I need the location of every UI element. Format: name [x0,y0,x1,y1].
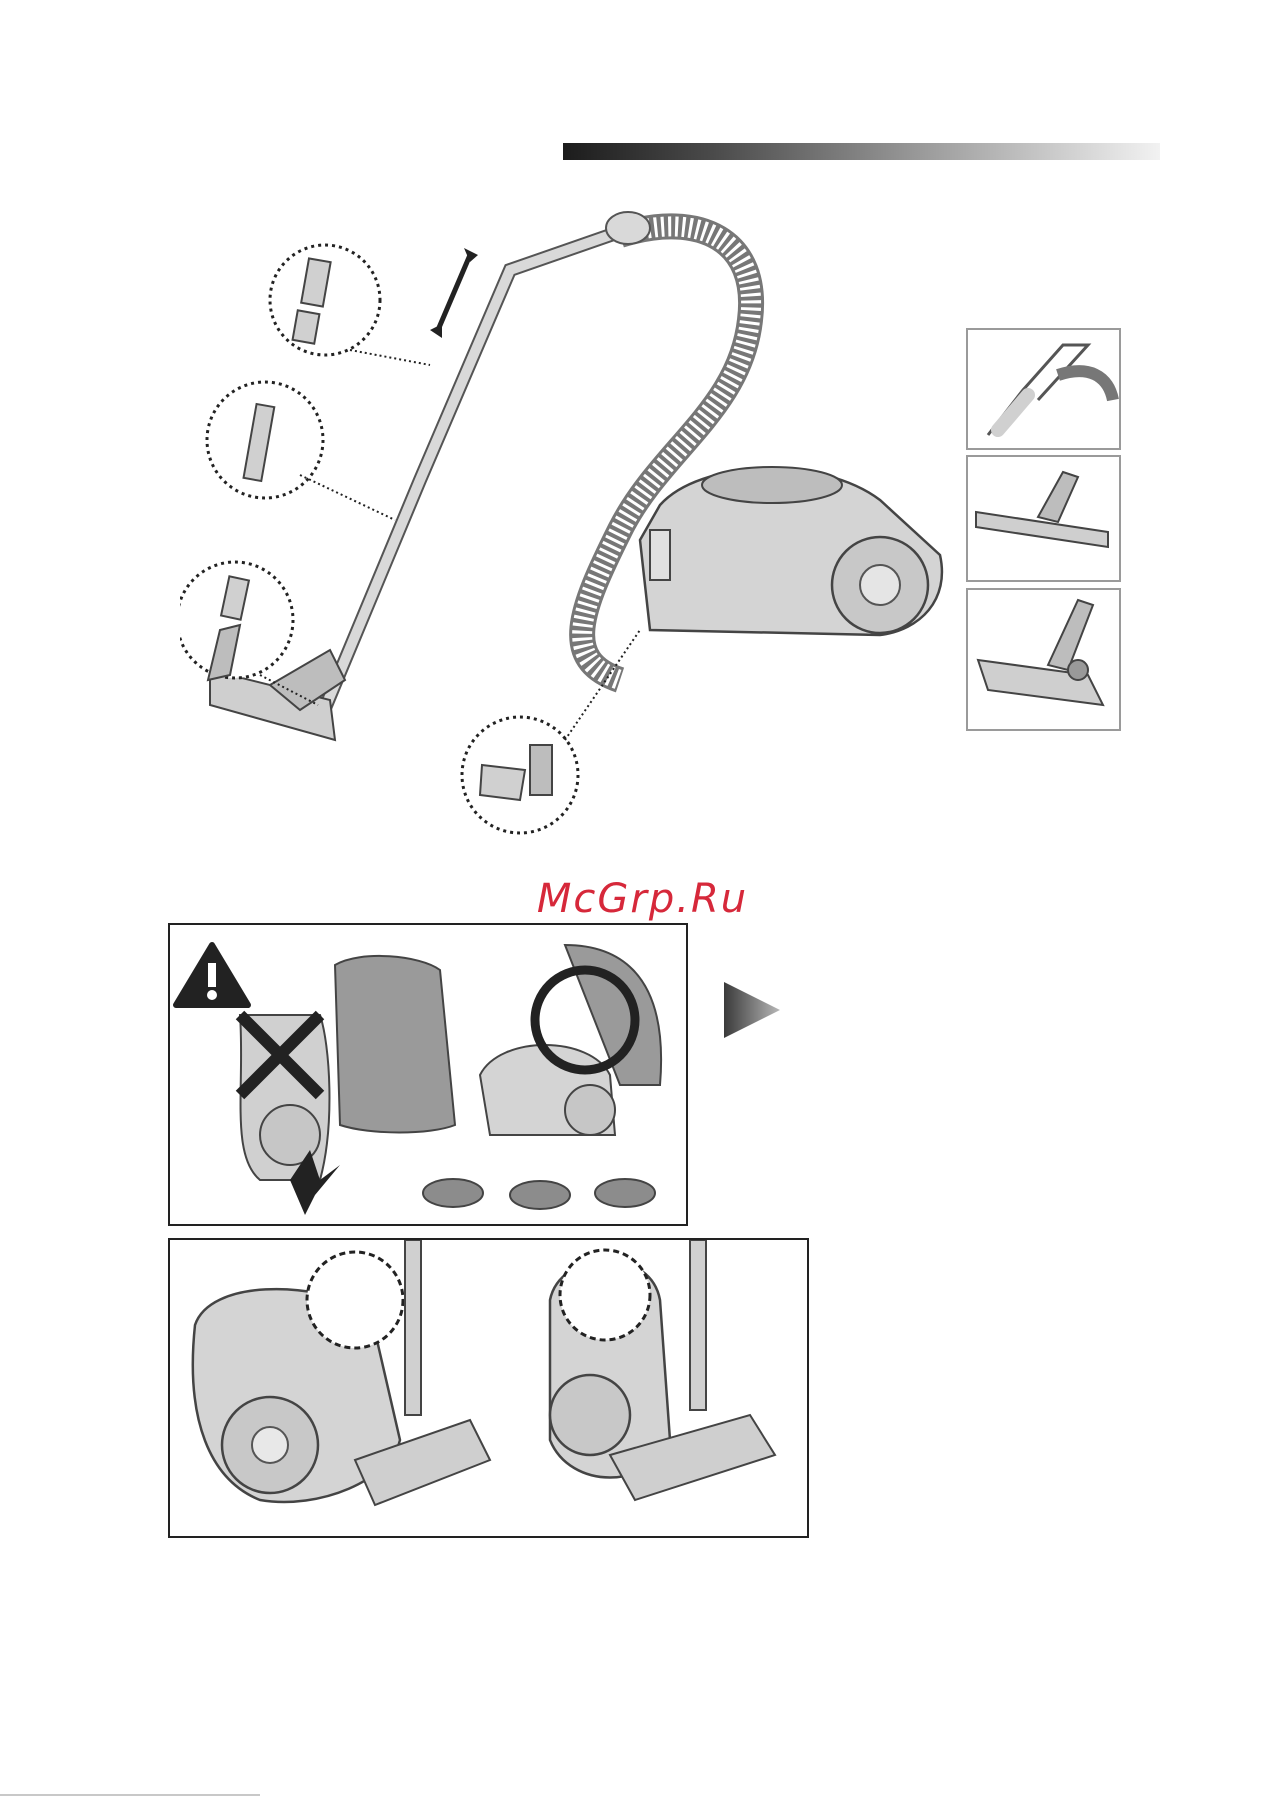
watermark-text: McGrp.Ru [0,876,1285,922]
page-footer-line [0,1794,260,1796]
combination-nozzle-icon [968,590,1119,729]
accessory-hose-handle [966,328,1121,450]
step-arrow [722,980,782,1040]
accessory-combination-nozzle [966,588,1121,731]
warning-triangle-icon [176,945,248,1005]
storage-parking-panel [168,1238,809,1538]
accessory-floor-brush [966,455,1121,582]
warning-carry-panel [168,923,688,1226]
storage-parking-illustration [170,1240,807,1536]
section-title-bar [563,143,1160,160]
vacuum-assembly-illustration [180,200,970,855]
floor-brush-icon [968,457,1119,580]
play-arrow-icon [722,980,782,1040]
hose-handle-icon [968,330,1119,448]
